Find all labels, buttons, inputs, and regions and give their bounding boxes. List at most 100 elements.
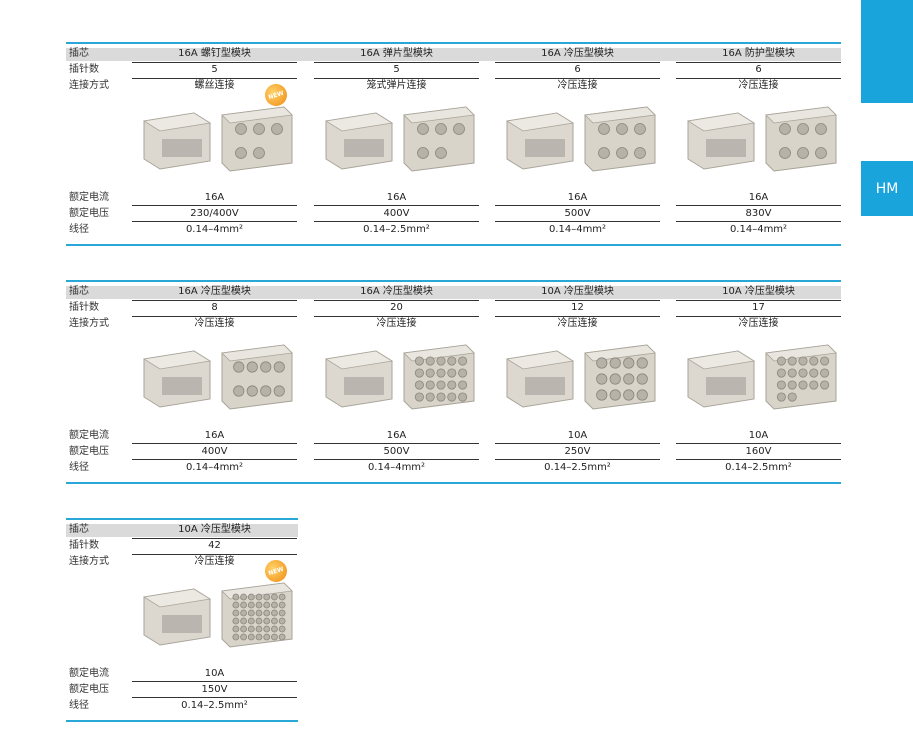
rated-current: 16A [748, 192, 769, 203]
crimp-module-17pin-photo [676, 329, 841, 425]
cell-underline [676, 62, 841, 63]
cell-underline [314, 62, 479, 63]
wire-gauge: 0.14–2.5mm² [544, 462, 611, 473]
module-name: 16A 螺钉型模块 [178, 48, 251, 59]
cell-underline [495, 205, 660, 206]
module-name: 10A 冷压型模块 [178, 524, 251, 535]
module-name: 10A 冷压型模块 [722, 286, 795, 297]
connection-type: 笼式弹片连接 [366, 80, 427, 91]
cell-underline [676, 300, 841, 301]
module-name: 16A 防护型模块 [722, 48, 795, 59]
header-band [118, 524, 298, 537]
block-top-rule [66, 280, 841, 282]
rated-voltage: 150V [201, 684, 228, 695]
cell-underline [314, 78, 479, 79]
wire-gauge: 0.14–4mm² [729, 224, 788, 235]
cell-underline [314, 300, 479, 301]
pin-count: 5 [393, 64, 400, 75]
cell-underline [314, 316, 479, 317]
block-bottom-rule [66, 482, 841, 484]
protected-module-6pin-photo [676, 91, 841, 187]
cage-clamp-module-photo [314, 91, 479, 187]
rated-current: 16A [204, 430, 225, 441]
rated-voltage: 160V [745, 446, 772, 457]
row-label-core: 插芯 [66, 286, 118, 299]
side-tab-hm[interactable]: HM [861, 161, 913, 216]
cell-underline [676, 221, 841, 222]
rated-current: 10A [748, 430, 769, 441]
cell-underline [132, 205, 297, 206]
row-label-pins: 插针数 [69, 64, 99, 75]
rated-current: 16A [204, 192, 225, 203]
connection-type: 冷压连接 [738, 80, 779, 91]
rated-voltage: 830V [745, 208, 772, 219]
block-top-rule [66, 518, 298, 520]
module-name: 10A 冷压型模块 [541, 286, 614, 297]
cell-underline [676, 443, 841, 444]
cell-underline [132, 681, 297, 682]
side-tab-label: HM [875, 180, 899, 197]
screw-terminal-module-photo [132, 91, 297, 187]
connection-type: 冷压连接 [738, 318, 779, 329]
rated-voltage: 500V [383, 446, 410, 457]
pin-count: 12 [571, 302, 584, 313]
module-name: 16A 冷压型模块 [541, 48, 614, 59]
crimp-module-6pin-photo [495, 91, 660, 187]
wire-gauge: 0.14–2.5mm² [181, 700, 248, 711]
cell-underline [676, 78, 841, 79]
connection-type: 冷压连接 [194, 556, 235, 567]
rated-voltage: 500V [564, 208, 591, 219]
block-top-rule [66, 42, 841, 44]
row-label-pins: 插针数 [69, 302, 99, 313]
rated-voltage: 400V [383, 208, 410, 219]
rated-voltage: 400V [201, 446, 228, 457]
connection-type: 冷压连接 [557, 80, 598, 91]
rated-current: 10A [204, 668, 225, 679]
cell-underline [495, 443, 660, 444]
module-name: 16A 冷压型模块 [178, 286, 251, 297]
row-label-wire: 线径 [69, 700, 89, 711]
rated-current: 16A [386, 192, 407, 203]
wire-gauge: 0.14–2.5mm² [725, 462, 792, 473]
header-band [118, 48, 841, 61]
cell-underline [132, 78, 297, 79]
cell-underline [314, 205, 479, 206]
pin-count: 8 [211, 302, 218, 313]
cell-underline [495, 62, 660, 63]
cell-underline [314, 443, 479, 444]
row-label-connection: 连接方式 [69, 80, 109, 91]
cell-underline [495, 300, 660, 301]
cell-underline [132, 316, 297, 317]
cell-underline [314, 459, 479, 460]
wire-gauge: 0.14–2.5mm² [363, 224, 430, 235]
row-label-wire: 线径 [69, 462, 89, 473]
connection-type: 冷压连接 [376, 318, 417, 329]
pin-count: 20 [390, 302, 403, 313]
cell-underline [676, 205, 841, 206]
cell-underline [132, 300, 297, 301]
connection-type: 冷压连接 [194, 318, 235, 329]
pin-count: 42 [208, 540, 221, 551]
pin-count: 6 [755, 64, 762, 75]
row-label-wire: 线径 [69, 224, 89, 235]
cell-underline [495, 316, 660, 317]
row-label-core: 插芯 [66, 524, 118, 537]
wire-gauge: 0.14–4mm² [185, 224, 244, 235]
row-label-voltage: 额定电压 [69, 446, 109, 457]
row-label-current: 额定电流 [69, 192, 109, 203]
cell-underline [495, 221, 660, 222]
pin-count: 5 [211, 64, 218, 75]
cell-underline [132, 221, 297, 222]
wire-gauge: 0.14–4mm² [185, 462, 244, 473]
crimp-module-8pin-photo [132, 329, 297, 425]
crimp-module-20pin-photo [314, 329, 479, 425]
module-name: 16A 弹片型模块 [360, 48, 433, 59]
cell-underline [132, 697, 297, 698]
cell-underline [132, 554, 297, 555]
connection-type: 螺丝连接 [194, 80, 235, 91]
pin-count: 17 [752, 302, 765, 313]
cell-underline [132, 538, 297, 539]
